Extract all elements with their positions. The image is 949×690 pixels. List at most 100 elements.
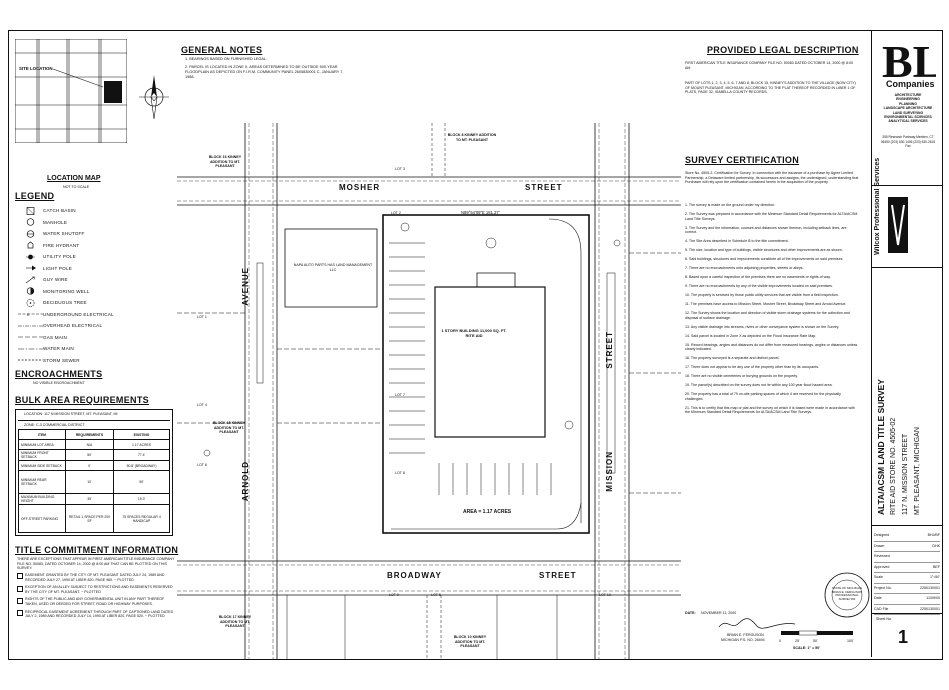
building-label: 1 STORY BUILDING 11,000 SQ. FT. RITE AID bbox=[441, 328, 507, 338]
survey-item: 1. The survey is made on the ground unde… bbox=[685, 203, 776, 207]
area-label: AREA = 1.17 ACRES bbox=[463, 509, 512, 515]
legend-row: WATER MAIN bbox=[17, 343, 167, 355]
survey-item: 4. The Site Area described in Schedule B… bbox=[685, 239, 789, 244]
street-avenue: AVENUE bbox=[241, 267, 250, 306]
bulk-cell: MINIMUM SIDE SETBACK bbox=[18, 460, 66, 472]
underground-electrical-icon: E bbox=[17, 310, 43, 318]
bulk-cell: MAXIMUM BUILDING HEIGHT bbox=[18, 493, 66, 506]
street-broadway: BROADWAY bbox=[387, 571, 442, 580]
site-marker bbox=[104, 81, 122, 103]
lot-label: LOT 8 bbox=[395, 471, 405, 475]
legend-label: STORM SEWER bbox=[43, 357, 80, 363]
lot-label: LOT 9 bbox=[389, 593, 399, 597]
fire-hydrant-icon bbox=[17, 241, 43, 249]
title-commitment-item: EXCEPTION OF AN ALLEY SUBJECT TO RESTRIC… bbox=[17, 585, 177, 594]
survey-item: 12. The Survey shows the location and di… bbox=[685, 311, 850, 320]
legend-label: FIRE HYDRANT bbox=[43, 242, 80, 248]
lot-label: LOT 7 bbox=[395, 393, 405, 397]
seal-text: STATE OF MICHIGAN BRIAN E. FERGUSON PROF… bbox=[831, 586, 863, 601]
general-note-2: 2. PARCEL IS LOCATED IN ZONE X, AREAS DE… bbox=[185, 65, 344, 79]
survey-item: 8. Based upon a careful inspection of th… bbox=[685, 275, 831, 280]
legend-label: UTILITY POLE bbox=[43, 254, 76, 260]
info-row-label: Drawn bbox=[874, 543, 885, 548]
survey-item: 16. The property surveyed is a separate … bbox=[685, 356, 780, 361]
survey-item: 20. The property has a total of 79 on-si… bbox=[685, 392, 841, 401]
scale-tick: 25' bbox=[795, 639, 800, 643]
bulk-cell: MINIMUM REAR SETBACK bbox=[18, 470, 66, 495]
title-commitment-title: TITLE COMMITMENT INFORMATION bbox=[15, 545, 179, 555]
info-row-label: Scale bbox=[874, 575, 883, 579]
site-location-label: SITE LOCATION bbox=[19, 66, 53, 71]
title-commitment-item: EASEMENT GRANTED BY THE CITY OF MT. PLEA… bbox=[17, 573, 177, 582]
block-15-label: BLOCK 15 KINNEY ADDITION TO MT. PLEASANT bbox=[212, 421, 246, 435]
light-pole-icon bbox=[17, 264, 43, 272]
item-box-icon bbox=[17, 597, 23, 604]
firm-service-line: PLANNING bbox=[899, 101, 917, 106]
lot-label: LOT 5 bbox=[431, 593, 441, 597]
info-row-label: Approved bbox=[874, 564, 890, 569]
survey-item: 11. The premises have access to Mission … bbox=[685, 302, 847, 307]
survey-item: 21. This is to certify that this map or … bbox=[685, 405, 855, 415]
firm-service-line: ENGINEERING bbox=[896, 97, 920, 102]
general-notes-title: GENERAL NOTES bbox=[181, 45, 263, 55]
legend-label: UNDERGROUND ELECTRICAL bbox=[43, 311, 114, 317]
block-10-label: BLOCK 10 KINNEY ADDITION TO MT. PLEASANT bbox=[453, 635, 487, 649]
info-row-label: CAD File bbox=[874, 606, 889, 611]
legend-label: MONITORING WELL bbox=[43, 288, 90, 294]
title-commitment-text: EASEMENT GRANTED BY THE CITY OF MT. PLEA… bbox=[25, 573, 165, 582]
lot-label: LOT 2 bbox=[391, 211, 401, 215]
bulk-cell: 0' bbox=[64, 460, 115, 472]
survey-item: 6. Said buildings, structures and improv… bbox=[685, 257, 844, 262]
info-row-value: BHJ/BF bbox=[927, 533, 940, 537]
sheet-label: Sheet No. bbox=[876, 617, 892, 621]
lot-label: LOT 4 bbox=[197, 403, 207, 407]
block-16-label: BLOCK 16 KINNEY ADDITION TO MT. PLEASANT bbox=[208, 155, 242, 169]
title-commitment-intro: THERE ARE EXCEPTIONS THAT APPEAR IN FIRS… bbox=[17, 557, 175, 571]
survey-item: 13. Any visible drainage into streams, r… bbox=[685, 324, 840, 329]
legal-title: PROVIDED LEGAL DESCRIPTION bbox=[707, 45, 859, 55]
block-8-label: BLOCK 8 KINNEY ADDITION TO MT. PLEASANT bbox=[447, 133, 497, 142]
bulk-title: BULK AREA REQUIREMENTS bbox=[15, 395, 149, 405]
legend-row: DECIDUOUS TREE bbox=[17, 297, 167, 309]
bulk-zone: ZONE: C-3 COMMERCIAL DISTRICT bbox=[18, 419, 170, 428]
project-city: MT. PLEASANT, MICHIGAN bbox=[914, 427, 921, 515]
firm-service-line: ARCHITECTURE bbox=[894, 93, 922, 97]
scale-bar bbox=[781, 630, 853, 636]
project-address: 117 N. MISSION STREET bbox=[902, 433, 909, 515]
survey-item: 7. There are no encroachments onto adjoi… bbox=[685, 266, 804, 271]
legend-label: WATER SHUTOFF bbox=[43, 231, 85, 237]
legend-row: STORM SEWER bbox=[17, 355, 167, 367]
bulk-box: LOCATION: 117 N MISSION STREET, MT. PLEA… bbox=[15, 409, 173, 537]
encroachments-title: ENCROACHMENTS bbox=[15, 369, 103, 379]
legend-row: MANHOLE bbox=[17, 217, 167, 229]
survey-intro: Store No. 4505-2. Certification for Surv… bbox=[685, 171, 859, 185]
info-row: Project No.2250130001 bbox=[874, 584, 940, 594]
item-box-icon bbox=[17, 573, 23, 580]
site-plan bbox=[177, 123, 681, 659]
legend-row: CATCH BASIN bbox=[17, 205, 167, 217]
survey-item: 15. Record bearings, angles and distance… bbox=[685, 342, 858, 352]
overhead-electrical-icon bbox=[17, 322, 43, 330]
bearing-top: N89°54'09"E 181.27' bbox=[461, 210, 500, 215]
lot-label: LOT 1 bbox=[197, 315, 207, 319]
bulk-cell: 50.8' (BROADWAY) bbox=[113, 460, 170, 472]
legend-row: OVERHEAD ELECTRICAL bbox=[17, 320, 167, 332]
legend-label: GAS MAIN bbox=[43, 334, 68, 340]
street-mosher: MOSHER bbox=[339, 183, 381, 192]
logo-companies: Companies bbox=[886, 79, 935, 89]
location-map-title: LOCATION MAP bbox=[47, 175, 101, 182]
info-row: Reviewed bbox=[874, 552, 940, 563]
item-box-icon bbox=[17, 585, 23, 592]
street-mission-2: STREET bbox=[605, 331, 614, 369]
title-commitment-item: RECIPROCAL EASEMENT AGREEMENT THROUGH PA… bbox=[17, 610, 177, 619]
survey-item: 14. Said parcel is located in Zone X as … bbox=[685, 333, 817, 338]
deciduous-tree-icon bbox=[17, 298, 43, 307]
water-main-icon bbox=[17, 345, 43, 353]
firm-service-line: ENVIRONMENTAL SCIENCES bbox=[884, 115, 932, 120]
